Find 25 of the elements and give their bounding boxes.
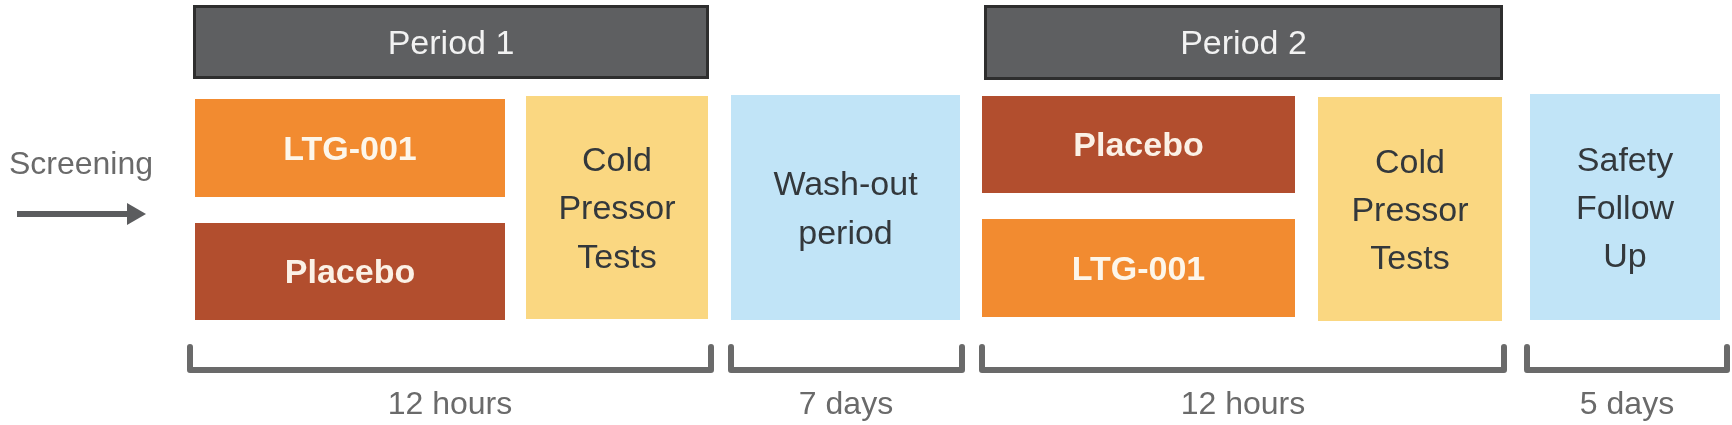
period-header-bar	[984, 5, 1503, 80]
duration-label: 5 days	[1579, 384, 1675, 422]
duration-label: 7 days	[798, 384, 894, 422]
procedure-block	[526, 96, 708, 319]
treatment-block	[195, 223, 505, 320]
treatment-block	[982, 96, 1295, 193]
treatment-name: LTG-001	[283, 127, 417, 169]
procedure-name: Cold Pressor Tests	[1350, 140, 1470, 279]
duration-label: 12 hours	[1180, 384, 1306, 422]
procedure-name: Cold Pressor Tests	[557, 139, 677, 277]
stage-label: Screening	[8, 144, 154, 182]
treatment-name: Placebo	[284, 251, 416, 293]
treatment-block	[195, 99, 505, 197]
period-title: Period 1	[387, 21, 515, 63]
treatment-block	[982, 219, 1295, 317]
period-header-bar	[193, 5, 709, 79]
treatment-name: LTG-001	[1071, 247, 1206, 289]
phase-block	[1530, 94, 1720, 320]
duration-label: 12 hours	[387, 384, 513, 422]
period-title: Period 2	[1180, 22, 1307, 64]
phase-name: Safety Follow Up	[1574, 138, 1676, 277]
phase-name: Wash-out period	[772, 163, 919, 253]
procedure-block	[1318, 97, 1502, 321]
phase-block	[731, 95, 960, 320]
treatment-name: Placebo	[1073, 124, 1204, 166]
